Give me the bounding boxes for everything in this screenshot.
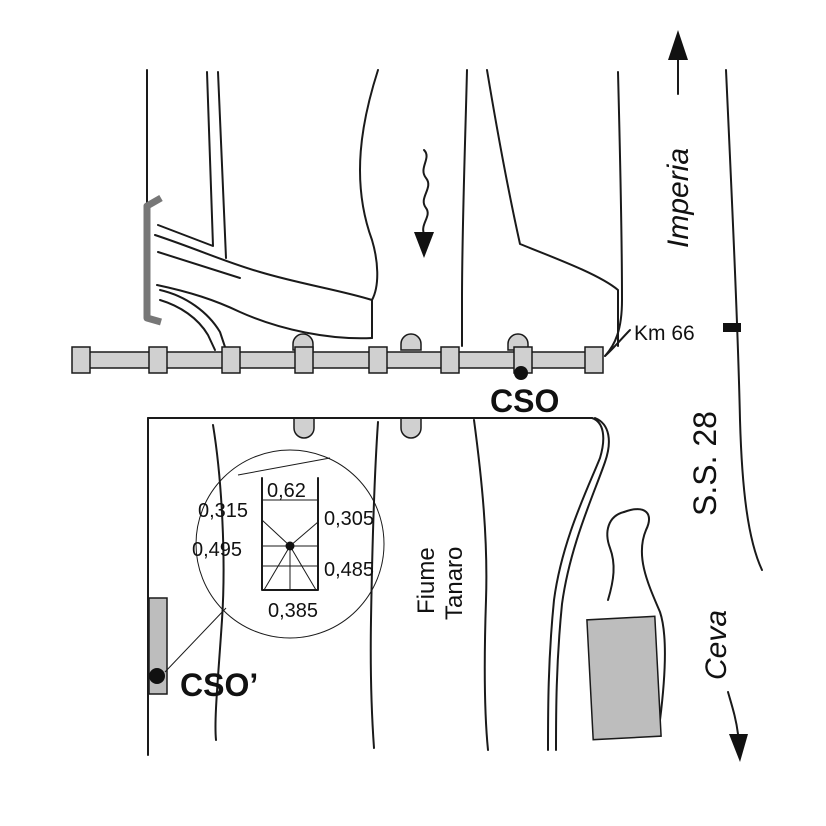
cso-prime-marker xyxy=(149,668,165,684)
wavy-down-arrow-icon xyxy=(414,149,434,258)
dim-upper-right: 0,305 xyxy=(324,508,374,530)
km-connector xyxy=(604,329,631,357)
river-name-label-2: Tanaro xyxy=(441,547,468,620)
weir-structure xyxy=(143,194,163,326)
km-marker-label: Km 66 xyxy=(634,322,695,345)
cso-label: CSO xyxy=(490,383,559,419)
bridge xyxy=(71,333,604,439)
building xyxy=(586,615,662,741)
river-name-label: Fiume xyxy=(413,547,440,614)
dim-upper-left: 0,315 xyxy=(198,500,248,522)
cso-marker xyxy=(514,366,528,380)
detail-circle xyxy=(195,449,385,639)
arrow-up-icon xyxy=(668,30,688,95)
cso-prime-label: CSO’ xyxy=(180,667,258,703)
upper-bank-lines xyxy=(146,69,623,357)
road-ss28-line xyxy=(725,69,763,571)
road-label: S.S. 28 xyxy=(687,411,723,516)
dim-bottom: 0,385 xyxy=(268,600,318,622)
km-marker-tick xyxy=(723,323,741,332)
arrow-down-icon xyxy=(727,691,748,762)
ceva-direction-label: Ceva xyxy=(700,610,733,680)
section-center-point xyxy=(285,541,295,551)
dim-top-width: 0,62 xyxy=(267,480,306,502)
dim-mid-right: 0,485 xyxy=(324,559,374,581)
dim-mid-left: 0,495 xyxy=(192,539,242,561)
section-detail: 0,62 0,315 0,305 0,495 0,485 0,385 xyxy=(164,449,385,673)
imperia-direction-label: Imperia xyxy=(662,148,695,248)
lower-bank-lines xyxy=(147,417,666,756)
